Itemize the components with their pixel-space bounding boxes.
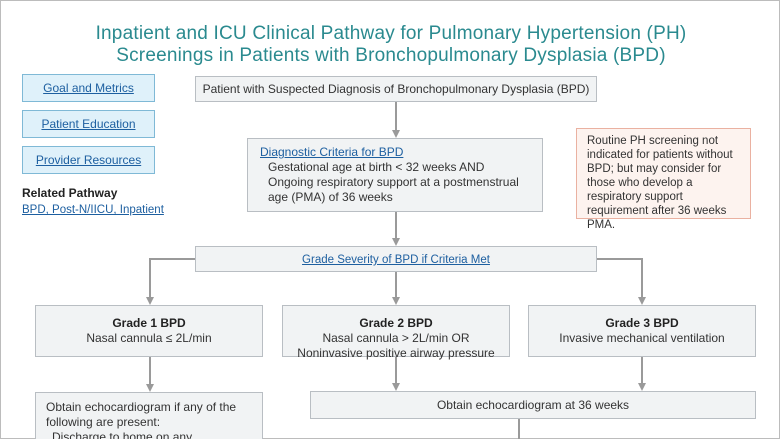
page-title-line-1: Inpatient and ICU Clinical Pathway for P… <box>95 23 687 44</box>
echo-conditional-text: Obtain echocardiogram if any of the foll… <box>46 400 237 429</box>
goal-and-metrics-button[interactable]: Goal and Metrics <box>22 74 155 102</box>
grade-2-criteria-1: Nasal cannula > 2L/min OR <box>322 331 470 345</box>
arrow-grade-to-g1 <box>146 258 195 305</box>
echo-36-weeks-box: Obtain echocardiogram at 36 weeks <box>310 391 756 419</box>
grade-2-title: Grade 2 BPD <box>359 316 433 330</box>
provider-resources-button[interactable]: Provider Resources <box>22 146 155 174</box>
diagnostic-criteria-box: Diagnostic Criteria for BPD Gestational … <box>247 138 543 212</box>
page-title-line-2: Screenings in Patients with Bronchopulmo… <box>116 45 666 66</box>
grade-2-criteria-2: Noninvasive positive airway pressure <box>297 346 495 360</box>
grade-3-criteria: Invasive mechanical ventilation <box>559 331 725 345</box>
echo-conditional-item: Discharge to home on any <box>52 430 193 439</box>
related-pathway-heading: Related Pathway <box>22 186 118 200</box>
criteria-gestational-age: Gestational age at birth < 32 weeks AND <box>268 160 485 174</box>
grade-1-box: Grade 1 BPD Nasal cannula ≤ 2L/min <box>35 305 263 357</box>
grade-2-box: Grade 2 BPD Nasal cannula > 2L/min OR No… <box>282 305 510 360</box>
echo-conditional-box: Obtain echocardiogram if any of the foll… <box>35 392 263 439</box>
patient-education-button[interactable]: Patient Education <box>22 110 155 138</box>
grade-severity-box: Grade Severity of BPD if Criteria Met <box>195 246 597 272</box>
suspected-diagnosis-box: Patient with Suspected Diagnosis of Bron… <box>195 76 597 102</box>
grade-3-box: Grade 3 BPD Invasive mechanical ventilat… <box>528 305 756 357</box>
related-pathway-link[interactable]: BPD, Post-N/IICU, Inpatient <box>22 204 164 216</box>
diagnostic-criteria-link[interactable]: Diagnostic Criteria for BPD <box>260 145 404 159</box>
grade-severity-link[interactable]: Grade Severity of BPD if Criteria Met <box>302 254 490 266</box>
routine-screening-note: Routine PH screening not indicated for p… <box>576 128 751 231</box>
criteria-respiratory-support: Ongoing respiratory support at a postmen… <box>268 175 519 204</box>
grade-1-criteria: Nasal cannula ≤ 2L/min <box>86 331 212 345</box>
grade-1-title: Grade 1 BPD <box>112 316 186 330</box>
grade-3-title: Grade 3 BPD <box>605 316 679 330</box>
arrow-grade-to-g3 <box>597 258 646 305</box>
